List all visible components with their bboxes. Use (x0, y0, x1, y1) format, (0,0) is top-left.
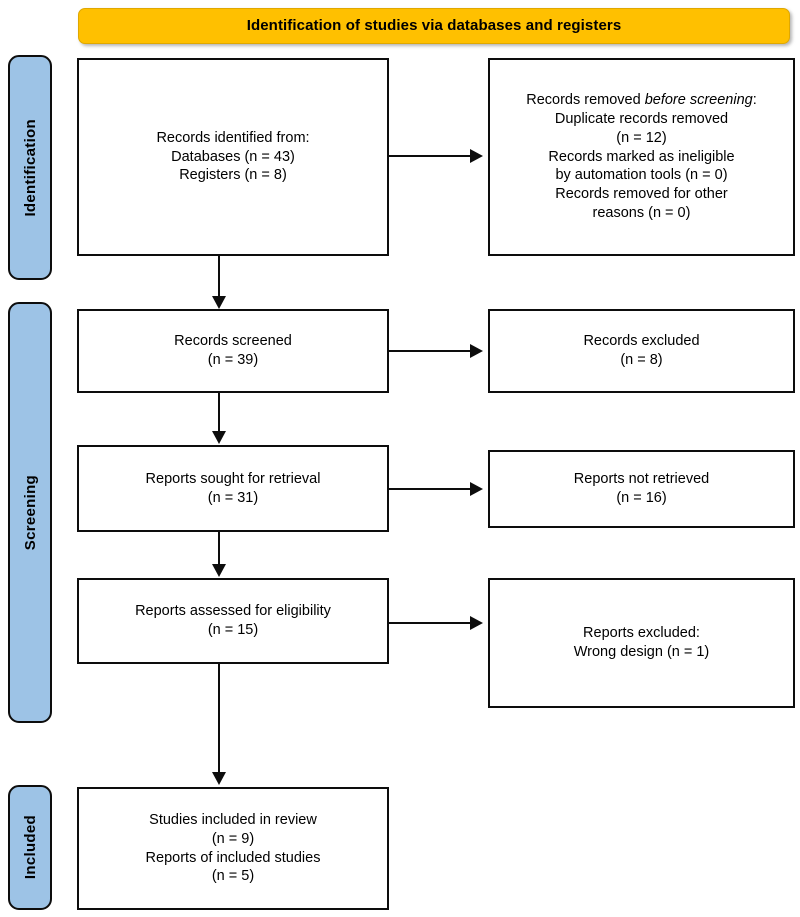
edge-screened-to-records-excluded (389, 350, 472, 352)
records-removed-colon: : (752, 92, 757, 109)
arrowhead-identified-to-screened (212, 296, 226, 309)
edge-identified-to-screened (218, 256, 220, 298)
stage-label-included-text: Included (21, 815, 39, 880)
box-records-removed-before-screening: Records removed before screening: Duplic… (488, 58, 795, 256)
box-reports-not-retrieved: Reports not retrieved (n = 16) (488, 450, 795, 528)
arrowhead-assessed-to-included (212, 772, 226, 785)
records-removed-details: Duplicate records removed (n = 12) Recor… (548, 110, 735, 222)
diagram-title: Identification of studies via databases … (246, 16, 622, 34)
stage-label-screening-text: Screening (21, 474, 39, 551)
stage-label-included: Included (8, 785, 52, 910)
edge-sought-to-not-retrieved (389, 488, 472, 490)
arrowhead-screened-to-sought (212, 431, 226, 444)
box-reports-assessed-for-eligibility: Reports assessed for eligibility (n = 15… (77, 578, 389, 664)
stage-label-screening: Screening (8, 302, 52, 723)
arrowhead-assessed-to-reports-excluded (470, 616, 483, 630)
box-records-identified: Records identified from: Databases (n = … (77, 58, 389, 256)
box-studies-included-text: Studies included in review (n = 9) Repor… (145, 811, 321, 885)
arrowhead-screened-to-records-excluded (470, 344, 483, 358)
edge-identified-to-removed (389, 155, 472, 157)
box-reports-excluded-text: Reports excluded: Wrong design (n = 1) (573, 625, 710, 660)
box-records-excluded-text: Records excluded (n = 8) (583, 333, 700, 368)
box-reports-excluded: Reports excluded: Wrong design (n = 1) (488, 578, 795, 708)
records-removed-lead: Records removed (526, 92, 645, 109)
edge-sought-to-assessed (218, 532, 220, 566)
box-records-excluded: Records excluded (n = 8) (488, 309, 795, 393)
records-removed-emphasis: before screening (644, 92, 753, 109)
arrowhead-sought-to-assessed (212, 564, 226, 577)
stage-label-identification-text: Identification (21, 118, 39, 217)
arrowhead-identified-to-removed (470, 149, 483, 163)
stage-label-identification: Identification (8, 55, 52, 280)
box-reports-sought-text: Reports sought for retrieval (n = 31) (145, 470, 321, 506)
edge-assessed-to-included (218, 664, 220, 774)
box-records-screened: Records screened (n = 39) (77, 309, 389, 393)
diagram-header-banner: Identification of studies via databases … (78, 8, 790, 44)
edge-screened-to-sought (218, 393, 220, 433)
box-records-identified-text: Records identified from: Databases (n = … (156, 129, 310, 184)
box-reports-sought-for-retrieval: Reports sought for retrieval (n = 31) (77, 445, 389, 532)
box-reports-not-retrieved-text: Reports not retrieved (n = 16) (573, 471, 710, 506)
arrowhead-sought-to-not-retrieved (470, 482, 483, 496)
box-records-removed-text: Records removed before screening: Duplic… (526, 91, 757, 223)
box-reports-assessed-text: Reports assessed for eligibility (n = 15… (135, 603, 331, 638)
box-studies-included-in-review: Studies included in review (n = 9) Repor… (77, 787, 389, 910)
edge-assessed-to-reports-excluded (389, 622, 472, 624)
box-records-screened-text: Records screened (n = 39) (174, 333, 292, 368)
